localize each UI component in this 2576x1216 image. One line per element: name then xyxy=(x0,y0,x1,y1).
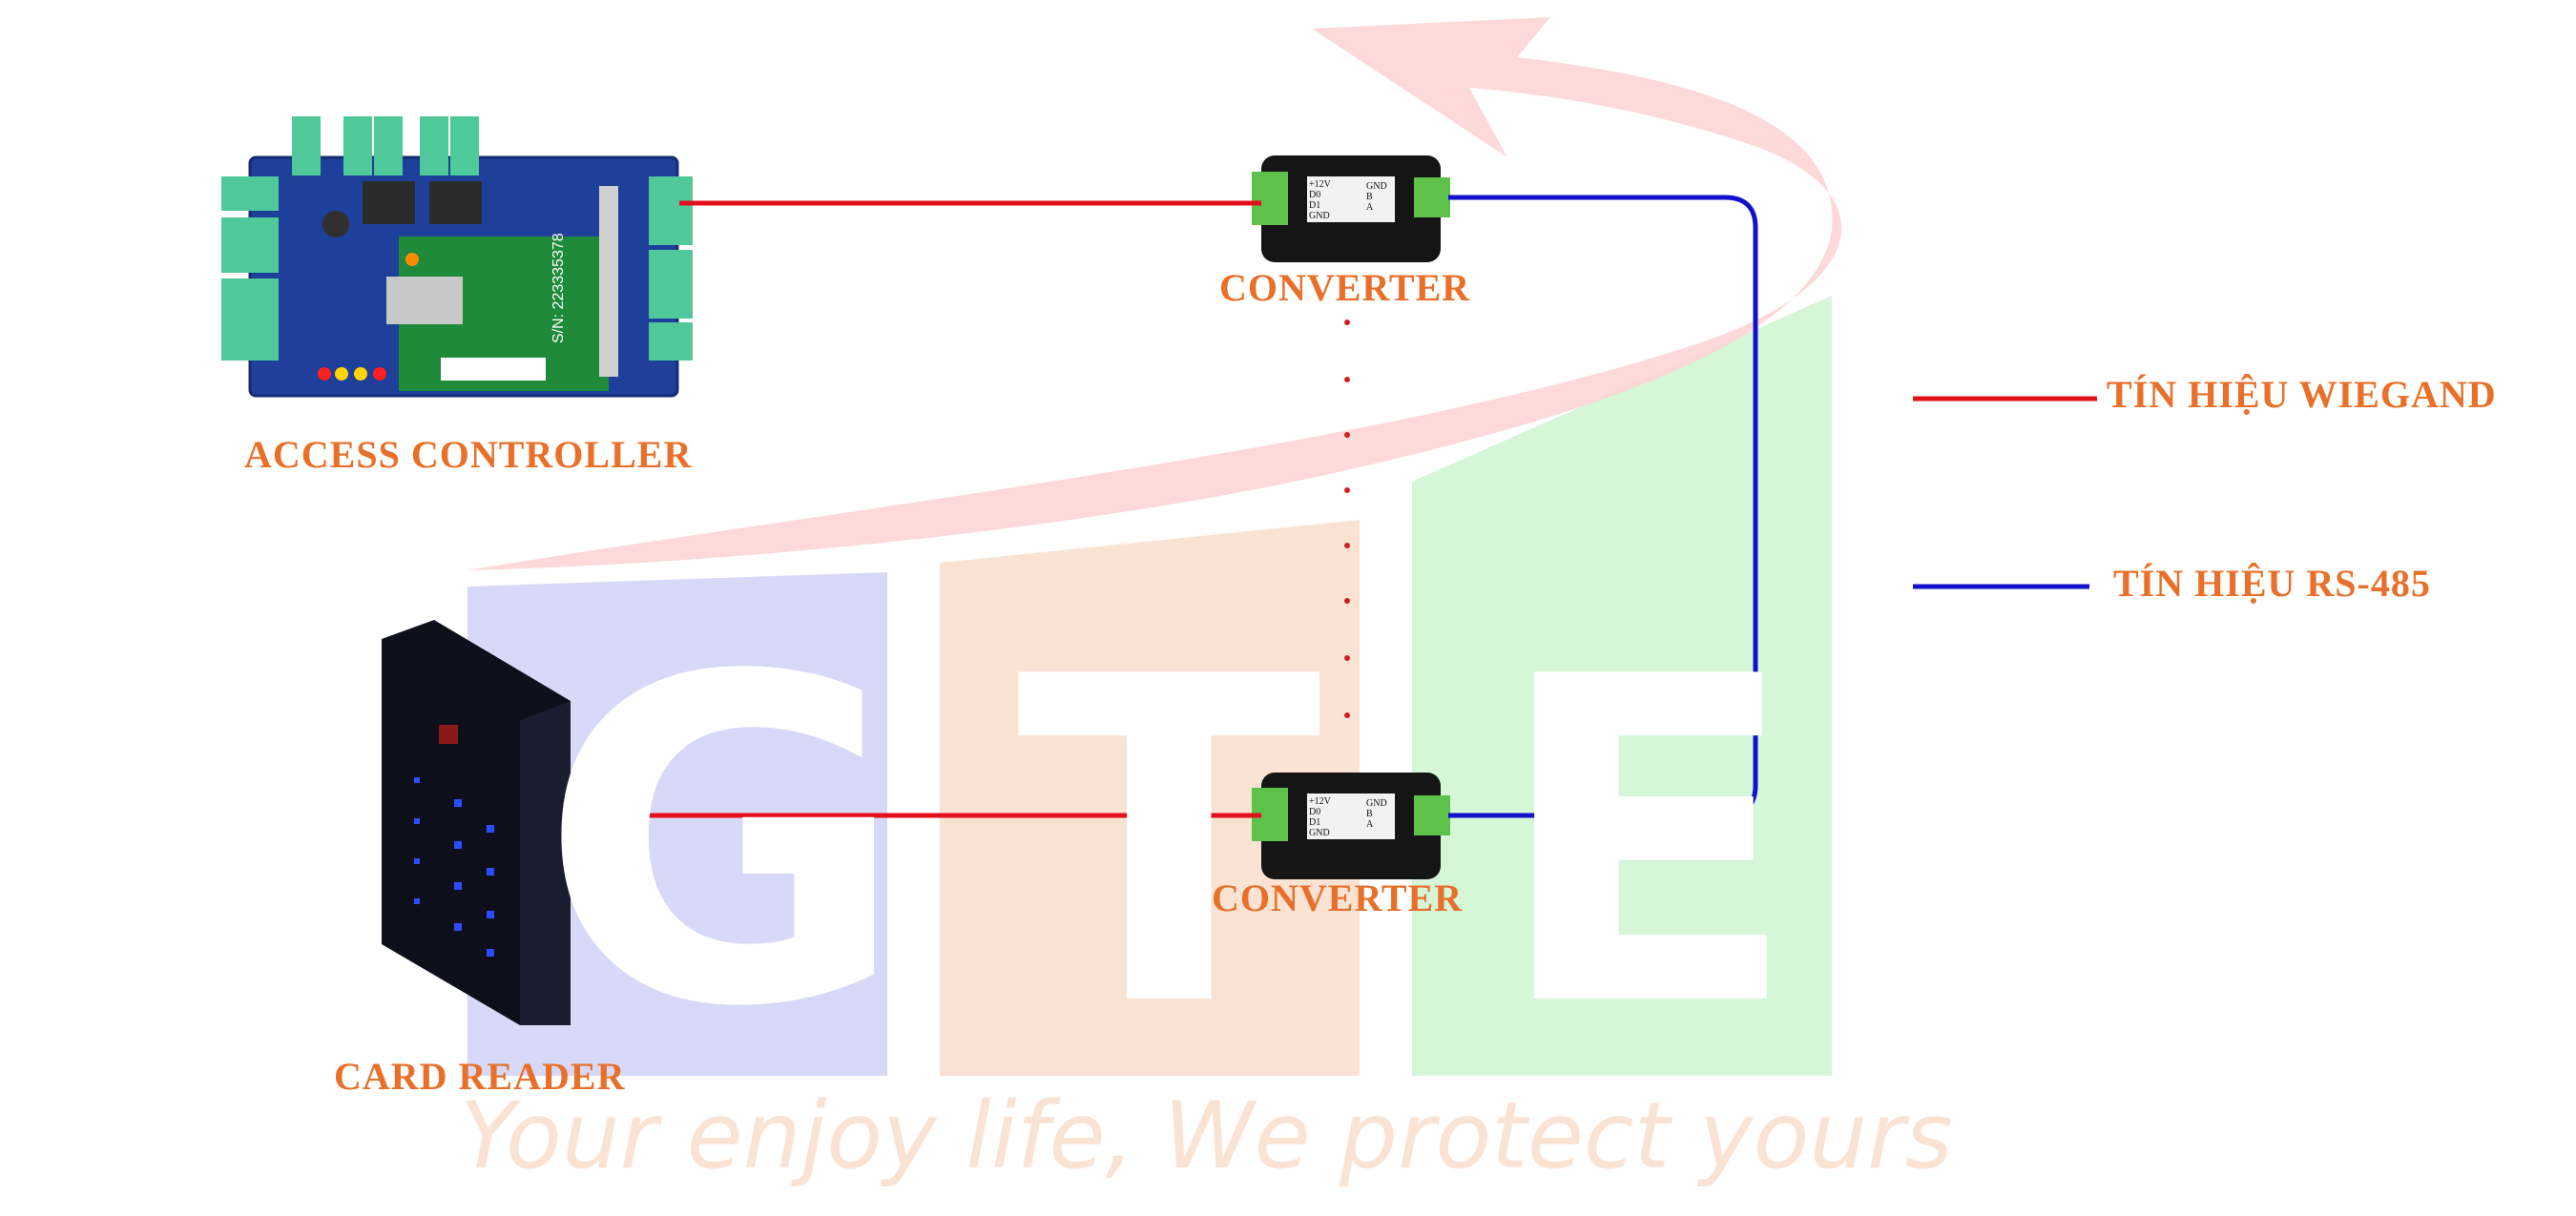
legend-wiegand-label: TÍN HIỆU WIEGAND xyxy=(2107,373,2497,416)
converter-terminal-label: B xyxy=(1366,192,1373,202)
converter-terminal-label: A xyxy=(1366,202,1374,213)
converter-top-image xyxy=(1252,155,1450,262)
watermark-swoosh-arrow xyxy=(467,17,1842,570)
converter-terminal-label: B xyxy=(1366,809,1373,819)
card-reader-image xyxy=(382,620,571,1025)
dotted-link xyxy=(1344,319,1350,718)
watermark-slogan: Your enjoy life, We protect yours xyxy=(460,1082,1953,1189)
card-reader-label: CARD READER xyxy=(334,1055,626,1098)
access-controller-label: ACCESS CONTROLLER xyxy=(244,433,693,476)
access-controller-image xyxy=(221,116,693,398)
converter-bottom-label: CONVERTER xyxy=(1212,876,1464,919)
serial-number-label: S/N: 223335378 xyxy=(551,233,567,343)
rs485-wire xyxy=(1448,195,1758,818)
converter-terminal-label: A xyxy=(1366,819,1374,830)
converter-terminal-label: +12V xyxy=(1309,796,1332,807)
legend-rs485-label: TÍN HIỆU RS-485 xyxy=(2113,562,2431,605)
converter-top-label: CONVERTER xyxy=(1219,266,1471,309)
converter-terminal-label: GND xyxy=(1366,181,1387,192)
converter-terminal-label: +12V xyxy=(1309,179,1332,190)
converter-terminal-label: D1 xyxy=(1309,817,1320,828)
converter-terminal-label: GND xyxy=(1309,211,1330,221)
watermark-letter-t: T xyxy=(1016,583,1322,1104)
converter-terminal-label: GND xyxy=(1366,798,1387,809)
converter-terminal-label: D0 xyxy=(1309,807,1320,817)
watermark-letter-e: E xyxy=(1493,583,1800,1104)
watermark-letter-g: G xyxy=(539,583,907,1104)
converter-terminal-label: D1 xyxy=(1309,200,1320,211)
watermark-panel-green xyxy=(1412,296,1832,1076)
converter-terminal-label: D0 xyxy=(1309,190,1320,200)
converter-bottom-image xyxy=(1252,773,1450,879)
watermark-logo xyxy=(467,17,1842,1076)
watermark-panel-blue xyxy=(467,572,887,1076)
watermark-panel-orange xyxy=(940,520,1360,1076)
converter-terminal-label: GND xyxy=(1309,828,1330,838)
